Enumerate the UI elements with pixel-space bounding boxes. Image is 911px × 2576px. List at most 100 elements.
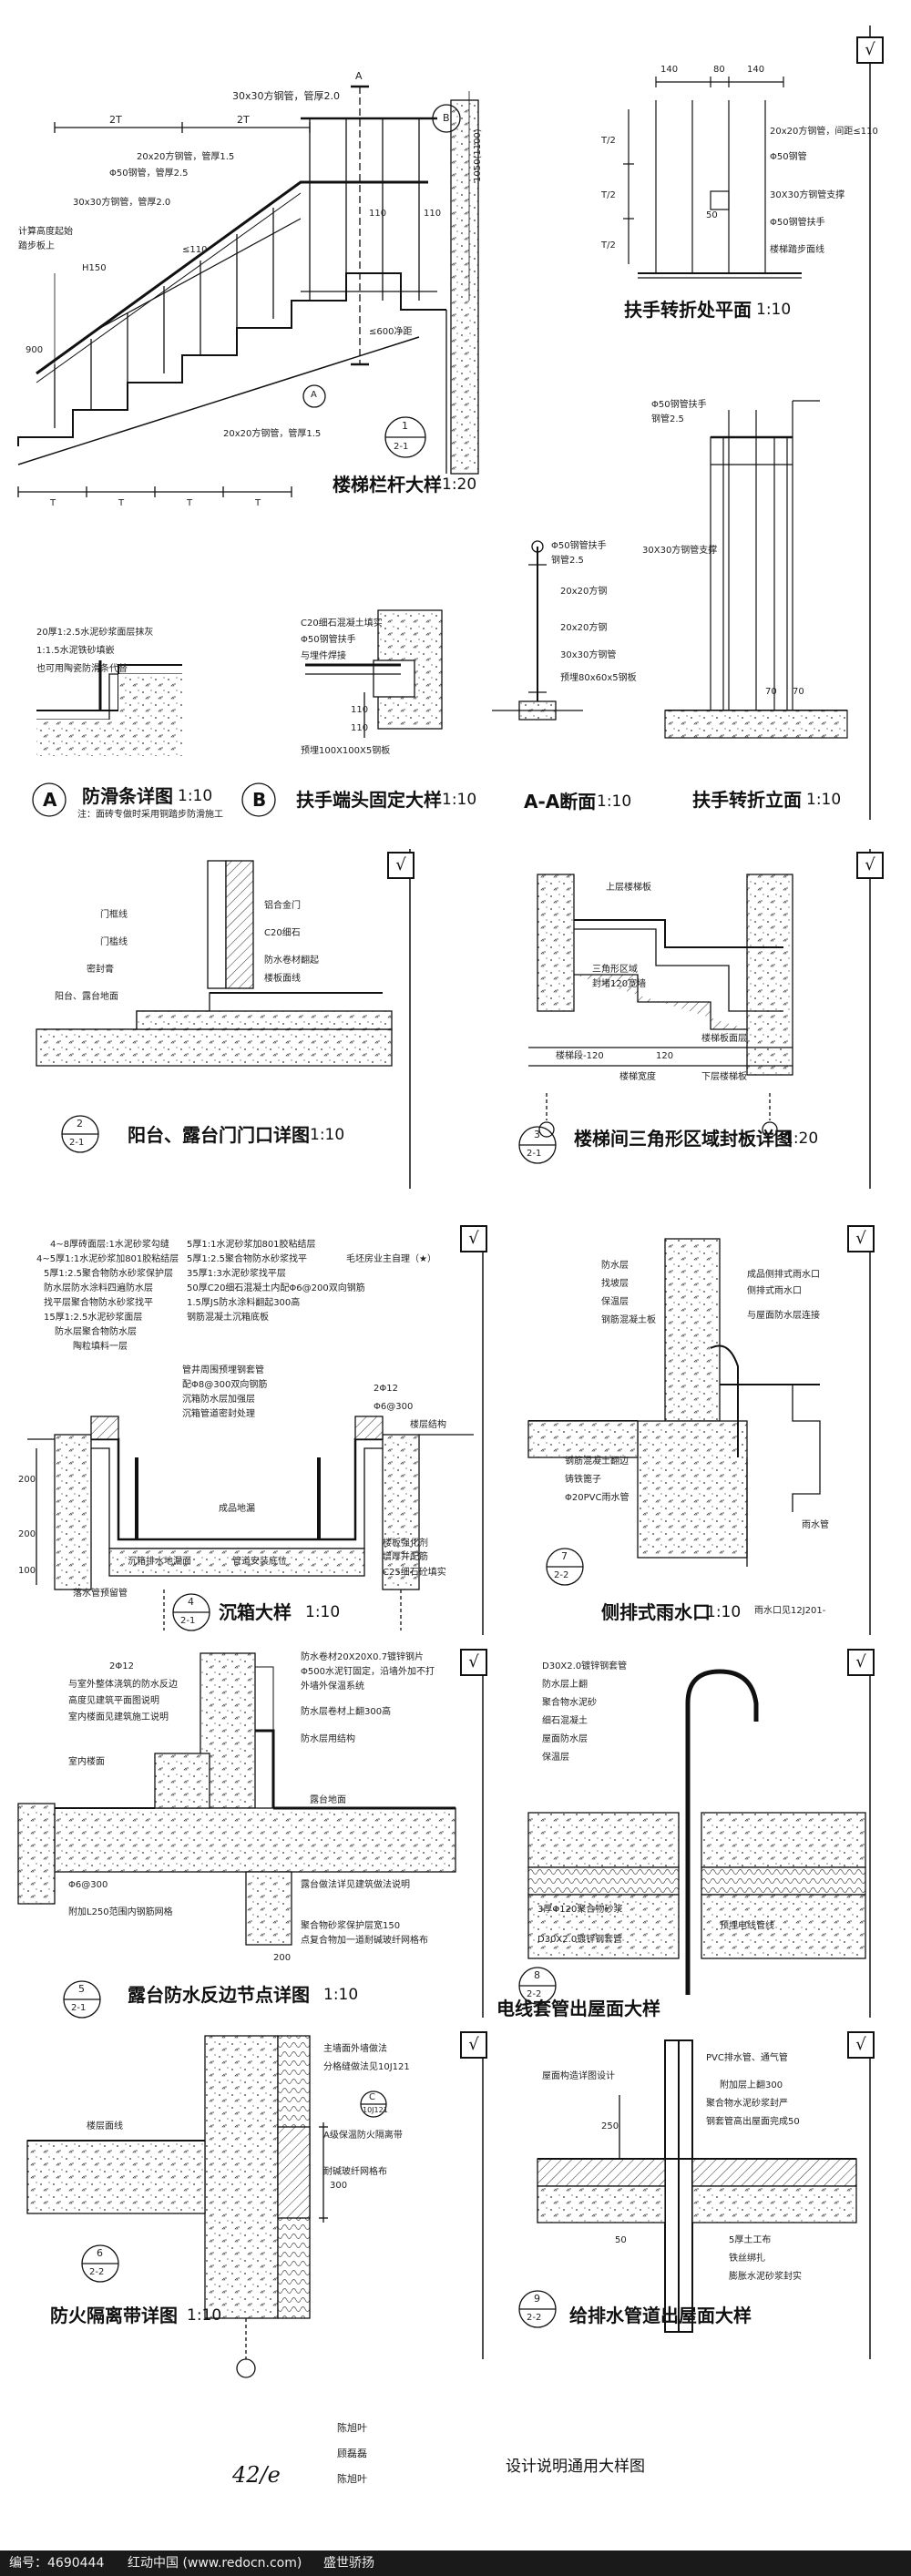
scale-handrail-anchor: 1:10 [442, 791, 477, 809]
box-left-2: 4~5厚1:1水泥砂浆加801胶粘结层 [36, 1254, 179, 1264]
section-letter-a-top: A [355, 70, 363, 82]
anchor-dim-110a: 110 [351, 705, 369, 715]
drain-label-5: 成品侧排式雨水口 [747, 1270, 820, 1280]
marker-6-num: 6 [97, 2247, 103, 2259]
box-mid-9: 楼板强化剂 [383, 1538, 428, 1549]
balcony-label-1: 门框线 [100, 910, 128, 920]
marker-7-sheet: 2-2 [554, 1570, 569, 1580]
triangle-label-2: 三角形区域 [592, 965, 638, 975]
terrace-label-11: 防水层卷材上翻300高 [301, 1707, 392, 1717]
drain-label-8: 钢筋混凝土翻边 [565, 1457, 629, 1467]
box-left-4: 防水层防水涂料四遍防水层 [44, 1283, 153, 1293]
box-right-6: 钢筋混凝土沉箱底板 [187, 1313, 269, 1323]
triangle-label-4: 楼梯板面层 [701, 1034, 747, 1044]
box-right-5: 1.5厚JS防水涂料翻起300高 [187, 1298, 301, 1308]
box-bottom-4: C25细石砼填实 [383, 1568, 446, 1578]
railing-label-3: 30x30方钢管，管厚2.0 [73, 198, 171, 208]
turn-plan-label-5: 楼梯踏步面线 [770, 245, 824, 255]
turn-plan-dim-t2c: T/2 [601, 240, 616, 250]
terrace-label-3: 高度见建筑平面图说明 [68, 1696, 159, 1706]
terrace-label-6: Φ6@300 [68, 1880, 108, 1890]
scale-section-aa: 1:10 [597, 792, 632, 811]
marker-2-sheet: 2-1 [69, 1138, 85, 1148]
scale-stair-railing: 1:20 [442, 475, 477, 494]
pipe-label-3: 附加层上翻300 [720, 2080, 783, 2090]
railing-label-2: Φ50钢管，管厚2.5 [109, 169, 189, 179]
turn-plan-label-1: 20x20方钢管，间距≤110 [770, 127, 878, 137]
scale-side-drain: 1:10 [706, 1603, 742, 1621]
sleeve-label-3: 聚合物水泥砂 [542, 1698, 597, 1708]
pipe-label-2: PVC排水管、通气管 [706, 2053, 788, 2063]
title-terrace-upturn: 露台防水反边节点详图 [128, 1984, 310, 2006]
dim-900: 900 [26, 345, 44, 355]
marker-5-num: 5 [78, 1983, 85, 1995]
signoff-1: 陈旭叶 [337, 2422, 367, 2434]
title-stair-triangle: 楼梯间三角形区域封板详图 [574, 1128, 793, 1150]
turn-plan-dim-t2a: T/2 [601, 136, 616, 146]
triangle-label-5: 下层楼梯板 [701, 1072, 747, 1082]
balcony-label-5: C20细石 [264, 928, 301, 938]
scale-stair-triangle: 1:20 [783, 1130, 819, 1148]
title-handrail-turn-plan: 扶手转折处平面 [624, 299, 752, 321]
anti-slip-label-2: 1:1.5水泥铁砂填嵌 [36, 646, 115, 656]
marker-9-sheet: 2-2 [527, 2313, 542, 2323]
railing-label-6: 20x20方钢管，管厚1.5 [223, 429, 322, 439]
turn-plan-dim-140b: 140 [747, 65, 765, 75]
box-mid-2: 配Φ8@300双向钢筋 [182, 1380, 268, 1390]
check-box-5: √ [847, 1225, 875, 1252]
box-side-note: 毛坯房业主自理（★） [346, 1254, 436, 1264]
dim-2t-right: 2T [237, 114, 250, 126]
marker-9-num: 9 [534, 2293, 540, 2305]
box-mid-4: 沉箱管道密封处理 [182, 1409, 255, 1419]
terrace-label-4: 室内楼面见建筑施工说明 [68, 1712, 169, 1722]
watermark-footer: 编号：4690444 红动中国 (www.redocn.com) 盛世骄扬 [0, 2550, 911, 2576]
terrace-dim-200: 200 [273, 1953, 292, 1963]
marker-1-sheet: 2-1 [394, 442, 409, 452]
dim-t-3: T [187, 498, 193, 508]
pipe-label-8: 膨胀水泥砂浆封实 [729, 2272, 802, 2282]
box-mid-8: 楼层结构 [410, 1420, 446, 1430]
drain-label-7: 与屋面防水层连接 [747, 1311, 820, 1321]
fire-label-3: 分格缝做法见10J121 [323, 2062, 410, 2072]
turn-plan-dim-140a: 140 [660, 65, 679, 75]
box-bottom-1: 落水管预留管 [73, 1589, 128, 1599]
terrace-label-9: Φ500水泥钉固定，沿墙外加不打 [301, 1667, 435, 1677]
sleeve-label-9: 预埋电线管线 [720, 1921, 774, 1931]
drain-label-10: 铸铁篦子 [565, 1475, 601, 1485]
check-box-4: √ [460, 1225, 487, 1252]
footer-site-link[interactable]: 红动中国 (www.redocn.com) [128, 2556, 302, 2571]
anchor-label-1: C20细石混凝土填实 [301, 618, 383, 629]
anti-slip-label-1: 20厚1:2.5水泥砂浆面层抹灰 [36, 628, 154, 638]
drain-label-3: 保温层 [601, 1297, 629, 1307]
terrace-label-16: 点复合物加一道耐碱玻纤网格布 [301, 1936, 428, 1946]
turn-plan-dim-50: 50 [706, 210, 718, 220]
balcony-label-4: 阳台、露台地面 [55, 992, 118, 1002]
terrace-label-12: 防水层用结构 [301, 1734, 355, 1744]
box-right-4: 50厚C20细石混凝土内配Φ6@200双向钢筋 [187, 1283, 365, 1293]
turn-plan-label-3: 30X30方钢管支撑 [770, 190, 845, 200]
box-mid-7: Φ6@300 [374, 1402, 414, 1412]
aa-label-5: 30x30方钢管 [560, 650, 617, 660]
fire-label-2: 主墙面外墙做法 [323, 2044, 387, 2054]
box-left-1: 4~8厚砖面层:1水泥砂浆勾缝 [50, 1240, 169, 1250]
section-letter-a-circle: A [311, 390, 317, 400]
sleeve-label-6: 保温层 [542, 1753, 569, 1763]
footer-id: 编号：4690444 [9, 2556, 105, 2571]
sleeve-label-1: D30X2.0镀锌钢套管 [542, 1661, 628, 1671]
balcony-label-7: 防水卷材翻起 [264, 956, 319, 966]
marker-6-sheet: 2-2 [89, 2267, 105, 2277]
aa-label-6: 预埋80x60x5钢板 [560, 673, 637, 683]
balcony-label-3: 密封膏 [87, 965, 114, 975]
anti-slip-note: 注：面砖专做时采用铜踏步防滑施工 [77, 810, 223, 820]
terrace-label-8: 防水卷材20X20X0.7镀锌钢片 [301, 1652, 425, 1662]
marker-5-sheet: 2-1 [71, 2003, 87, 2013]
terrace-label-2: 与室外整体浇筑的防水反边 [68, 1680, 178, 1690]
dim-1050: 1050(1100) [473, 128, 483, 182]
terrace-label-15: 聚合物砂浆保护层宽150 [301, 1921, 401, 1931]
anti-slip-label-3: 也可用陶瓷防滑条代替 [36, 664, 128, 674]
triangle-label-1: 上层楼梯板 [606, 883, 651, 893]
fire-ref-circle: C [369, 2092, 375, 2102]
balcony-label-2: 门槛线 [100, 937, 128, 947]
box-dim-100: 100 [18, 1566, 36, 1576]
dim-110-c: ≤110 [182, 245, 208, 255]
